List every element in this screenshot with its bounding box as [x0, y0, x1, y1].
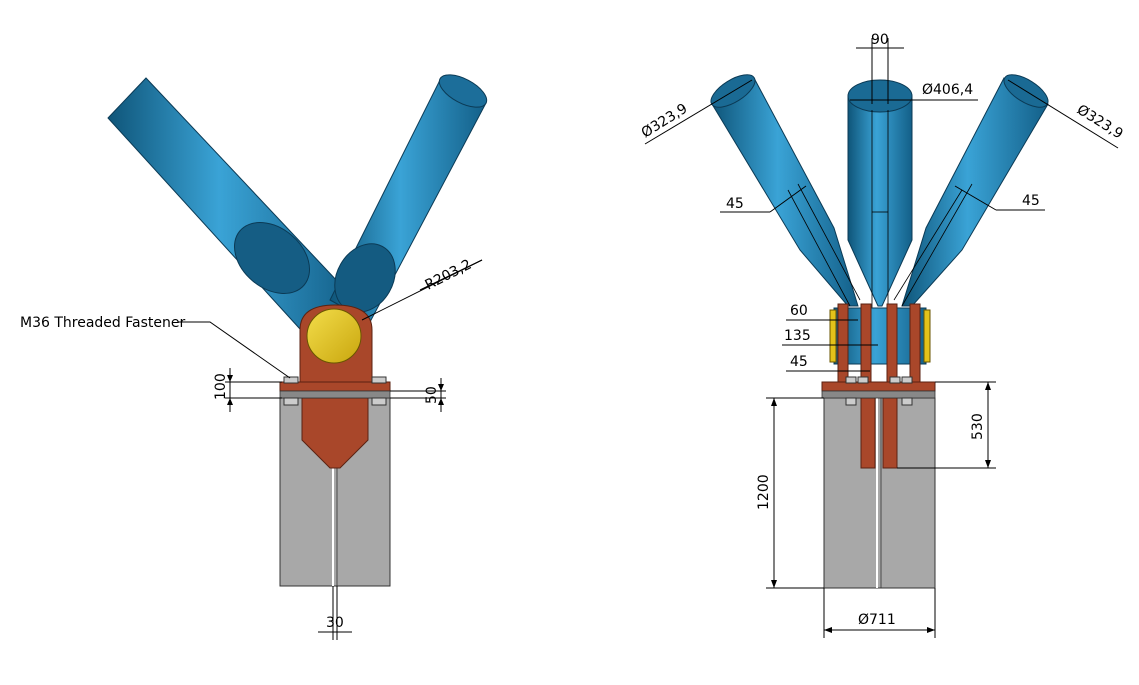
- radius-label: R203,2: [423, 257, 475, 294]
- right-foundation: [823, 397, 936, 589]
- left-bolt: [371, 397, 387, 406]
- left-tube-long: [107, 77, 356, 341]
- dim-45-label: 45: [790, 354, 808, 370]
- left-view: M36 Threaded Fastener R203,2 100 50 30: [20, 74, 488, 640]
- right-base-plate: [821, 381, 936, 392]
- fastener-leader: [178, 321, 291, 379]
- right-embedded-plate: [882, 397, 898, 469]
- dim-1200-label: 1200: [756, 474, 772, 510]
- dim-top-gap-label: 90: [871, 32, 889, 48]
- right-view: 90 Ø406,4 Ø323,9 Ø323,9 45 45 60 135 45: [639, 32, 1126, 638]
- dim-flange-label: 50: [424, 386, 440, 404]
- right-gusset-plate: [860, 303, 872, 383]
- right-pin-end: [923, 309, 931, 363]
- dim-135-label: 135: [784, 328, 811, 344]
- dim-slot-label: 30: [326, 615, 344, 631]
- angle-left-label: 45: [726, 196, 744, 212]
- dim-60-label: 60: [790, 303, 808, 319]
- dia-base-label: Ø711: [858, 612, 896, 628]
- right-gusset-plate: [909, 303, 921, 383]
- dia-center-label: Ø406,4: [922, 82, 973, 98]
- angle-right-label: 45: [1022, 193, 1040, 209]
- right-tube-left: [711, 77, 859, 307]
- left-bolt: [283, 397, 299, 406]
- right-tube-right: [901, 77, 1049, 307]
- left-tube-short-opening: [438, 74, 488, 108]
- left-bolt: [371, 376, 387, 384]
- right-tube-center: [847, 95, 913, 307]
- right-gusset-plate: [837, 303, 849, 383]
- right-embedded-plate: [860, 397, 876, 469]
- dim-plate-height-label: 100: [213, 373, 229, 400]
- fastener-callout-label: M36 Threaded Fastener: [20, 315, 185, 331]
- right-gusset-plate: [886, 303, 898, 383]
- dim-530-label: 530: [970, 413, 986, 440]
- left-pin: [306, 308, 362, 364]
- left-tube-cut-ellipse: [233, 222, 311, 294]
- left-bolt: [283, 376, 299, 384]
- right-tube-center-opening: [847, 79, 913, 113]
